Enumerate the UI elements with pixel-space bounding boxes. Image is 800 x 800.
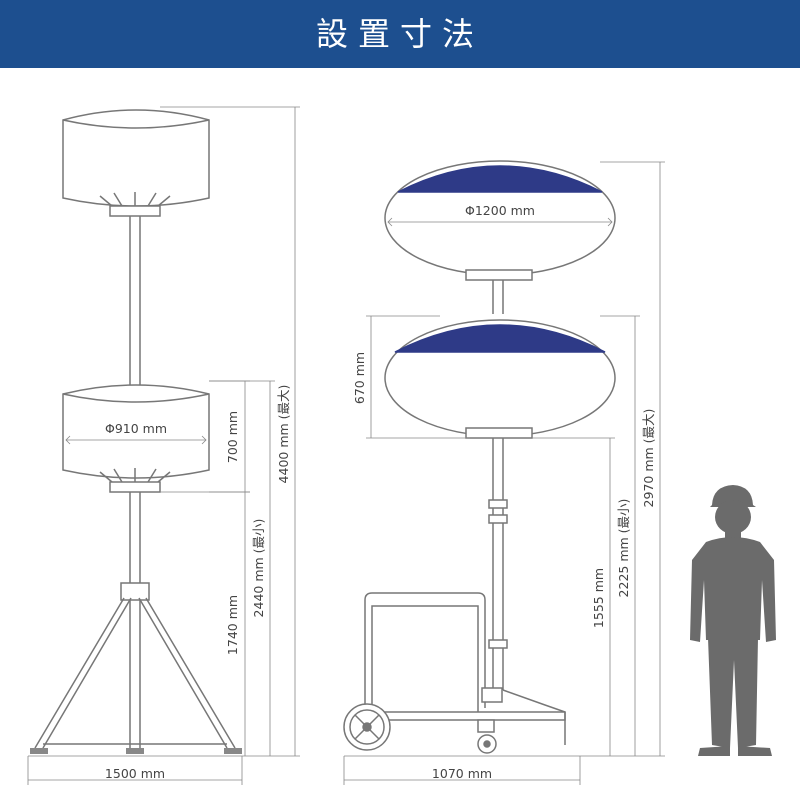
tripod-hub: [120, 582, 150, 601]
mast-clamp-1: [488, 499, 508, 509]
right-unit: [343, 160, 616, 754]
cart-caster-wheel: [477, 719, 497, 754]
tripod-legs: [34, 597, 236, 749]
left-dimensions: [27, 106, 300, 785]
right-diameter-label: Φ1200 mm: [465, 203, 535, 218]
left-upper-mount: [109, 205, 161, 217]
right-dimensions: [343, 161, 665, 785]
mast-clamp-2: [488, 514, 508, 524]
right-lower-height-label: 1555 mm: [591, 568, 606, 628]
left-lower-height-label: 1740 mm: [225, 595, 240, 655]
right-max-height-label: 2970 mm (最大): [641, 409, 656, 508]
right-min-height-label: 2225 mm (最小): [616, 499, 631, 598]
right-mast-upper: [492, 280, 504, 314]
left-foot-3: [224, 748, 242, 754]
left-unit: [30, 109, 242, 754]
right-mast-lower: [492, 438, 504, 690]
right-lower-mount: [465, 427, 533, 439]
left-lower-mount: [109, 481, 161, 493]
left-diameter-label: Φ910 mm: [105, 421, 167, 436]
left-min-height-label: 2440 mm (最小): [251, 519, 266, 618]
mast-clamp-3: [488, 639, 508, 649]
left-foot-1: [30, 748, 48, 754]
right-base-width-label: 1070 mm: [432, 766, 492, 781]
right-upper-mount: [465, 269, 533, 281]
left-foot-2: [126, 748, 144, 754]
title-banner: [0, 0, 800, 68]
cart-base: [365, 711, 566, 721]
cart-mast-socket: [481, 687, 503, 703]
left-base-width-label: 1500 mm: [105, 766, 165, 781]
page-title: 設置寸法: [315, 15, 484, 53]
right-upper-balloon: [384, 160, 616, 276]
left-upper-balloon: [62, 109, 210, 207]
cart-handle-frame: [364, 592, 486, 708]
right-lower-balloon: [384, 319, 616, 437]
left-mast-upper: [129, 216, 141, 390]
cart-big-wheel: [343, 703, 391, 751]
left-labels: Φ910 mm 700 mm 1740 mm 2440 mm (最小) 4400…: [105, 385, 291, 781]
person-silhouette-icon: [690, 485, 776, 756]
left-balloon-height-label: 700 mm: [225, 411, 240, 463]
left-mast-lower: [129, 492, 141, 748]
left-lower-balloon: [62, 384, 210, 479]
right-balloon-height-label: 670 mm: [352, 352, 367, 404]
right-labels: Φ1200 mm 670 mm 1555 mm 2225 mm (最小) 297…: [352, 203, 656, 781]
left-max-height-label: 4400 mm (最大): [276, 385, 291, 484]
